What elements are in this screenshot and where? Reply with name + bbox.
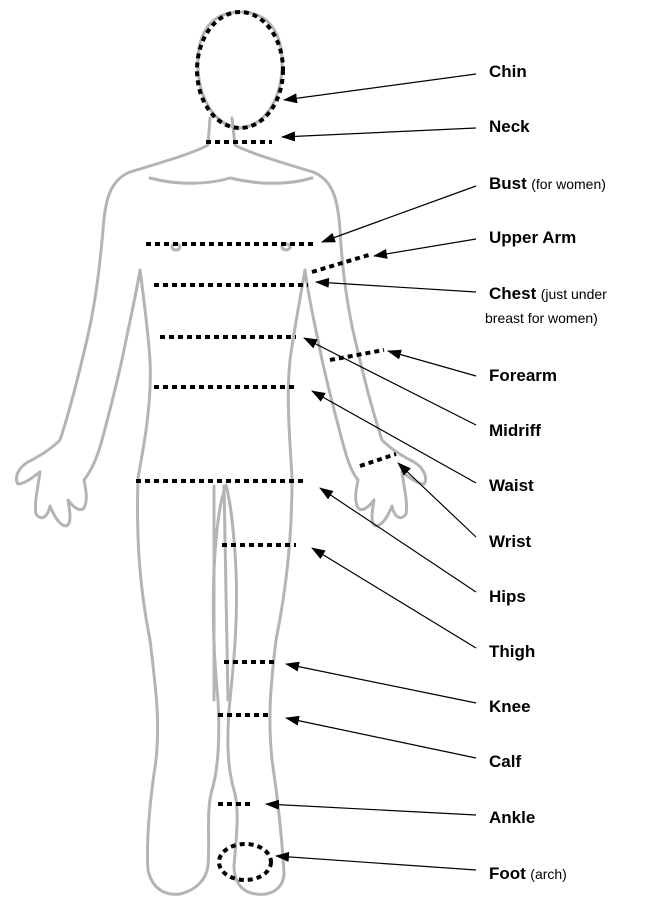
label-bust: Bust (for women) (489, 174, 606, 195)
label-hips: Hips (489, 587, 526, 608)
pointer-arrows (266, 74, 476, 870)
label-calf: Calf (489, 752, 521, 773)
label-forearm: Forearm (489, 366, 557, 387)
hips-arrow (320, 488, 476, 592)
collarbone (150, 178, 312, 183)
label-chin: Chin (489, 62, 527, 83)
label-chest: Chest (just under breast for women) (489, 284, 607, 327)
label-thigh: Thigh (489, 642, 535, 663)
label-wrist: Wrist (489, 532, 531, 553)
chin-arrow (284, 74, 476, 100)
chest-arrow (316, 282, 476, 292)
inner-leg-right (224, 486, 228, 700)
body-outline (16, 12, 425, 894)
label-upper-arm: Upper Arm (489, 228, 576, 249)
label-foot: Foot (arch) (489, 864, 567, 885)
calf-arrow (286, 718, 476, 758)
label-knee: Knee (489, 697, 531, 718)
foot-measure (219, 844, 271, 880)
wrist-arrow (398, 463, 476, 537)
forearm-arrow (388, 351, 476, 376)
label-ankle: Ankle (489, 808, 535, 829)
thigh-arrow (312, 548, 476, 648)
knee-arrow (286, 664, 476, 703)
bust-arrow (322, 186, 476, 242)
foot-arrow (276, 856, 476, 870)
ankle-arrow (266, 804, 476, 815)
measurement-lines (136, 12, 396, 880)
label-waist: Waist (489, 476, 534, 497)
label-neck: Neck (489, 117, 530, 138)
label-midriff: Midriff (489, 421, 541, 442)
neck-arrow (282, 128, 476, 137)
waist-arrow (312, 391, 476, 483)
body-contour (16, 118, 425, 894)
wrist-measure (360, 454, 396, 466)
upper-arm-arrow (374, 239, 476, 256)
